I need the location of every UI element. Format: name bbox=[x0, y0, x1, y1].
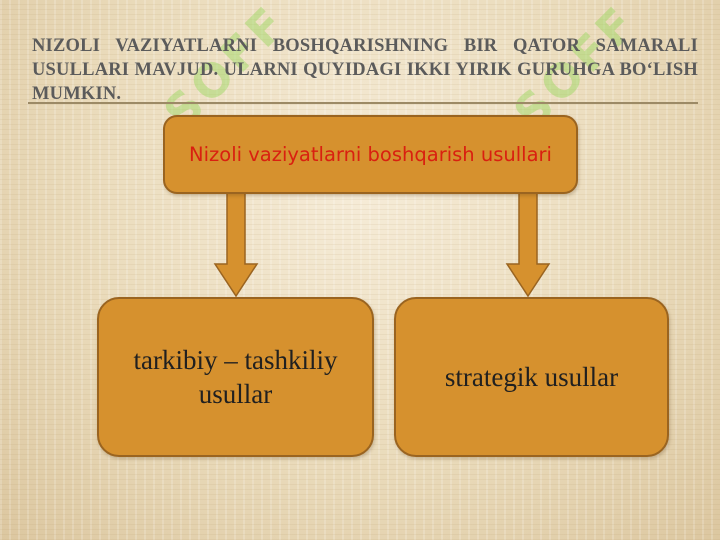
child-node-label: strategik usullar bbox=[444, 362, 619, 392]
child-node-strategic: strategik usullar bbox=[394, 297, 669, 457]
child-node-label: tarkibiy – tashkiliy usullar bbox=[133, 345, 338, 409]
root-node-label: Nizoli vaziyatlarni boshqarish usullari bbox=[189, 142, 552, 166]
arrow-left bbox=[213, 191, 259, 298]
child-node-structural: tarkibiy – tashkiliy usullar bbox=[97, 297, 374, 457]
slide-title: NIZOLI VAZIYATLARNI BOSHQARISHNING BIR Q… bbox=[32, 36, 698, 104]
root-node: Nizoli vaziyatlarni boshqarish usullari bbox=[163, 115, 578, 194]
arrow-right bbox=[505, 191, 551, 298]
title-divider bbox=[28, 102, 698, 104]
